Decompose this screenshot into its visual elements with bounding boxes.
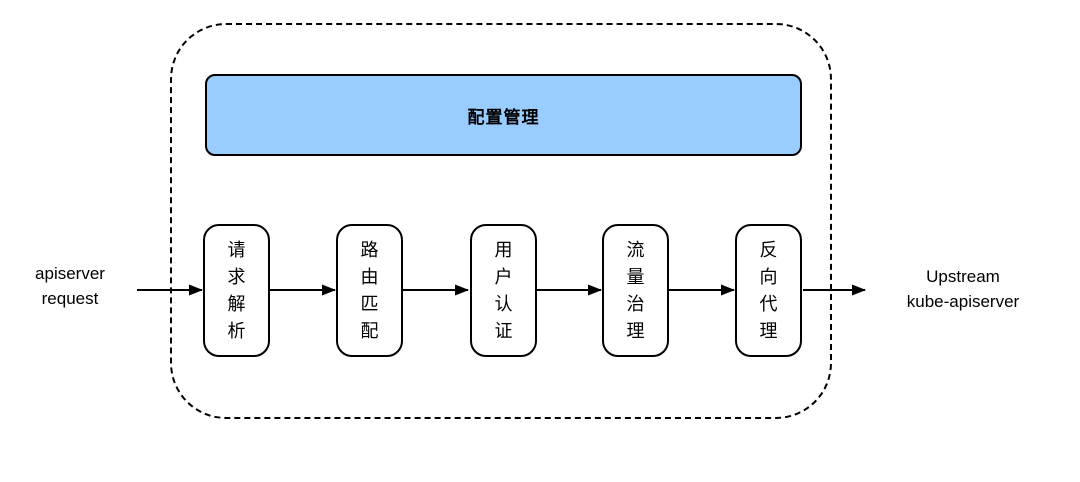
upstream-kube-apiserver-label: Upstream kube-apiserver: [906, 267, 1020, 311]
stage-label-user-authentication: 用户认证: [494, 239, 513, 341]
stage-box-traffic-governance: 流量治理: [602, 224, 669, 357]
config-management-label: 配置管理: [467, 107, 540, 127]
stage-box-route-matching: 路由匹配: [336, 224, 403, 357]
gateway-dashed-boundary: [170, 23, 832, 419]
stage-label-request-parsing: 请求解析: [227, 239, 246, 341]
stage-label-reverse-proxy: 反向代理: [759, 239, 778, 341]
stage-box-reverse-proxy: 反向代理: [735, 224, 802, 357]
apiserver-request-label: apiserver request: [35, 264, 105, 308]
stage-box-request-parsing: 请求解析: [203, 224, 270, 357]
stage-box-user-authentication: 用户认证: [470, 224, 537, 357]
stage-label-traffic-governance: 流量治理: [626, 239, 645, 341]
stage-label-route-matching: 路由匹配: [360, 239, 379, 341]
config-management-box: 配置管理: [205, 74, 802, 156]
